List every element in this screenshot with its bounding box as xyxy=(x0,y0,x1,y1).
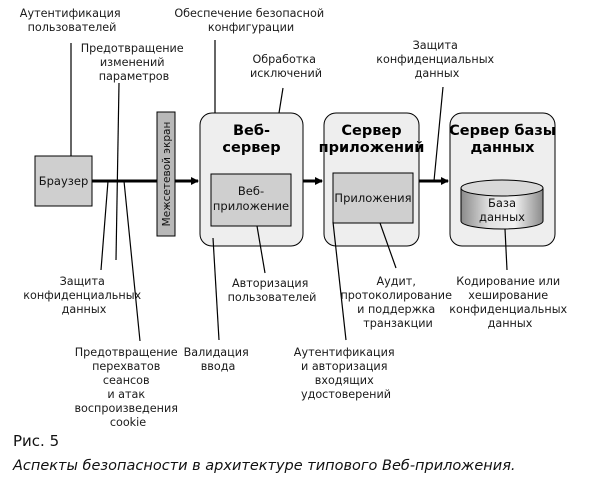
leader-user-authz xyxy=(256,225,266,274)
app-server-title-line1: Сервер xyxy=(341,123,401,139)
leader-encoding xyxy=(504,228,508,271)
app-server-node: Сервер приложений Приложения xyxy=(319,112,425,247)
leader-session-hijack xyxy=(123,180,141,342)
label-confidential-top: Защита конфиденциальных данных xyxy=(376,39,498,80)
label-auth-users: Аутентификация пользователей xyxy=(20,7,124,34)
callout-leaders xyxy=(70,40,508,342)
firewall-label: Межсетевой экран xyxy=(161,122,173,227)
firewall-node: Межсетевой экран xyxy=(156,111,176,237)
database-label-line1: База xyxy=(488,196,516,210)
label-user-authz: Авторизация пользователей xyxy=(228,277,317,304)
database-label-line2: данных xyxy=(479,210,525,224)
applications-box xyxy=(332,172,414,224)
web-server-title-line1: Веб- xyxy=(233,123,270,139)
label-validation: Валидация ввода xyxy=(184,346,253,373)
web-app-box xyxy=(210,173,292,227)
figure-number: Рис. 5 xyxy=(13,432,60,450)
label-session-hijack: Предотвращение перехватов сеансов и атак… xyxy=(74,346,181,429)
applications-label: Приложения xyxy=(334,191,411,205)
database-cylinder-icon xyxy=(460,179,544,230)
label-encoding: Кодирование или хеширование конфиденциал… xyxy=(449,275,571,330)
leader-audit xyxy=(379,222,397,269)
leader-validation xyxy=(212,237,220,341)
label-secure-config: Обеспечение безопасной конфигурации xyxy=(174,7,327,34)
leader-confidential-bottom xyxy=(100,180,109,271)
app-server-title-line2: приложений xyxy=(319,140,425,156)
callout-labels: Аутентификация пользователей Предотвраще… xyxy=(20,7,571,429)
web-app-label-line1: Веб- xyxy=(238,184,264,198)
firewall-bar xyxy=(156,111,176,237)
web-server-title-line2: сервер xyxy=(222,140,280,156)
browser-label: Браузер xyxy=(39,174,89,188)
leader-exceptions xyxy=(278,87,284,114)
web-app-label-line2: приложение xyxy=(213,199,289,213)
web-server-node: Веб- сервер Веб- приложение xyxy=(199,112,304,247)
db-server-title-line2: данных xyxy=(471,140,536,156)
label-auth-incoming: Аутентификация и авторизация входящих уд… xyxy=(294,346,398,401)
browser-node: Браузер xyxy=(34,155,93,207)
leader-prevent-param xyxy=(115,82,120,261)
label-confidential-bottom: Защита конфиденциальных данных xyxy=(23,275,145,316)
label-prevent-param: Предотвращение изменений параметров xyxy=(81,42,188,83)
leader-confidential-top xyxy=(433,86,444,182)
leader-auth-incoming xyxy=(332,221,347,341)
db-server-node: Сервер базы данных База данных xyxy=(449,112,556,247)
figure-caption: Аспекты безопасности в архитектуре типов… xyxy=(13,458,516,474)
label-exceptions: Обработка исключений xyxy=(250,53,322,80)
db-server-title-line1: Сервер базы xyxy=(449,123,556,139)
label-audit: Аудит, протоколирование и поддержка тран… xyxy=(340,275,455,330)
architecture-diagram: Браузер Межсетевой экран Веб- сервер Веб… xyxy=(20,7,571,429)
browser-box xyxy=(34,155,93,207)
